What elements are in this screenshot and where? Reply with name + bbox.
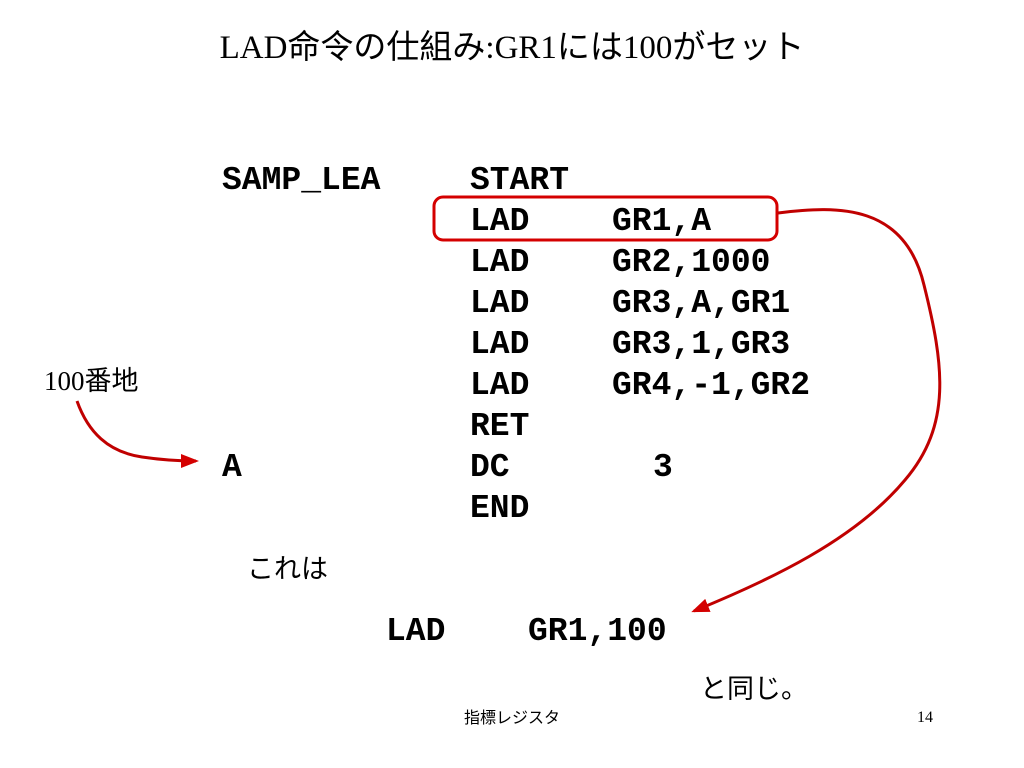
code-op: LAD [470, 244, 530, 281]
code-op: START [470, 162, 570, 199]
page-number: 14 [917, 709, 933, 726]
code-op: LAD [470, 367, 530, 404]
equivalent-operand: GR1,100 [528, 613, 667, 650]
code-label: SAMP_LEA [222, 162, 381, 199]
code-label: A [222, 449, 242, 486]
code-operand: GR3,A,GR1 [612, 285, 791, 322]
footer-section-title: 指標レジスタ [463, 708, 560, 727]
code-op: END [470, 490, 530, 527]
note-suffix: と同じ。 [700, 674, 808, 705]
equivalent-op: LAD [386, 613, 446, 650]
code-operand: GR4,-1,GR2 [612, 367, 811, 404]
code-operand: GR2,1000 [612, 244, 771, 281]
code-operand: 3 [653, 449, 673, 486]
code-op: LAD [470, 203, 530, 240]
code-op: LAD [470, 326, 530, 363]
note-prefix: これは [247, 554, 328, 585]
code-operand: GR3,1,GR3 [612, 326, 791, 363]
code-operand: GR1,A [612, 203, 712, 240]
slide-title: LAD命令の仕組み:GR1には100がセット [219, 30, 805, 66]
code-op: DC [470, 449, 510, 486]
address-arrow [75, 400, 199, 468]
code-op: LAD [470, 285, 530, 322]
code-op: RET [470, 408, 530, 445]
address-label: 100番地 [44, 366, 139, 396]
